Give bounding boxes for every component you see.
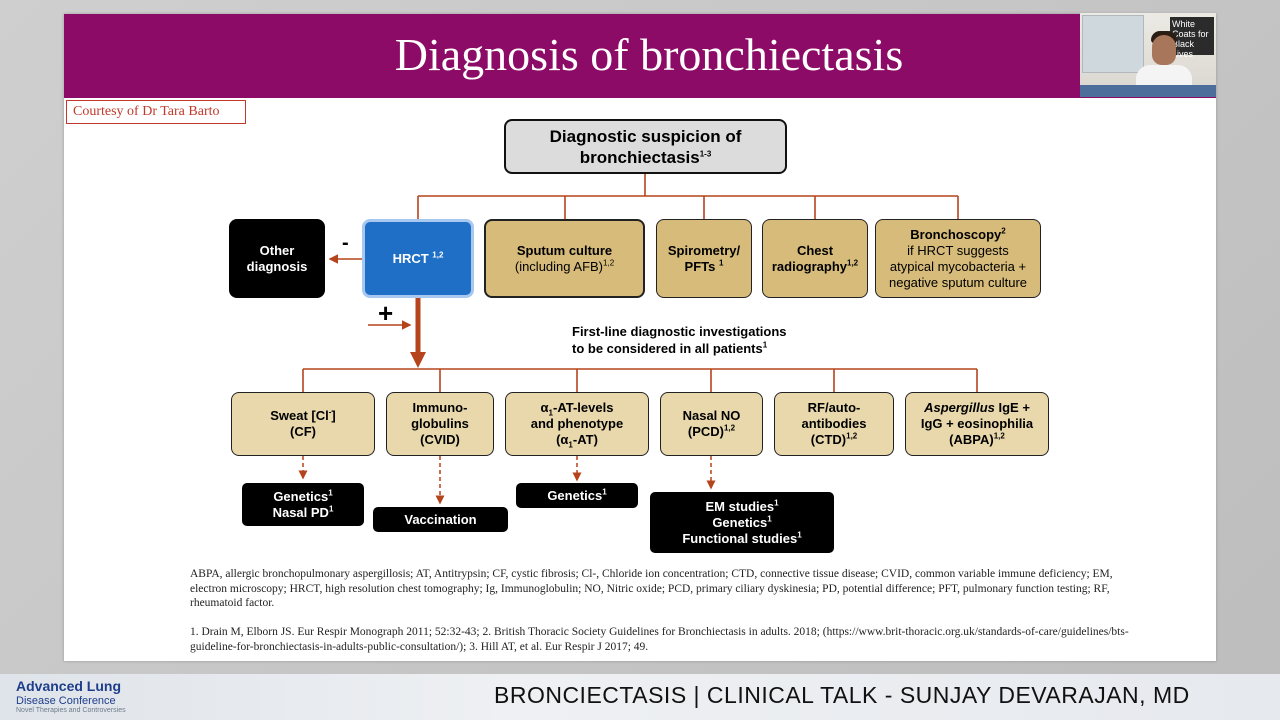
alpha-line1b: -AT-levels [553,400,614,415]
hrct-label: HRCT [392,250,429,266]
conference-logo-line1: Advanced Lung [16,678,122,694]
vaccination-label: Vaccination [404,511,477,527]
diagnostic-suspicion-line2: bronchiectasis [579,147,700,167]
courtesy-label: Courtesy of Dr Tara Barto [66,100,246,124]
alpha-line3a: (α [556,432,569,447]
sputum-culture-box: Sputum culture (including AFB)1,2 [484,219,645,298]
chest-radiography-box: Chest radiography1,2 [762,219,868,298]
em-studies-sup1: 1 [774,498,779,508]
bronchoscopy-line3: atypical mycobacteria + [889,258,1027,274]
genetics-alpha-box: Genetics1 [516,483,638,508]
sputum-line1: Sputum culture [516,242,613,258]
vaccination-box: Vaccination [373,507,508,532]
genetics-nasal-pd-sup2: 1 [328,504,334,514]
speaker-head [1152,35,1176,65]
aspergillus-box: Aspergillus IgE + IgG + eosinophilia (AB… [905,392,1049,456]
spirometry-line1: Spirometry/ [667,242,741,258]
diagnostic-suspicion-line1: Diagnostic suspicion of [549,126,742,146]
bronchoscopy-line4: negative sputum culture [888,274,1028,290]
positive-sign: + [378,298,394,328]
rf-autoantibodies-box: RF/auto- antibodies (CTD)1,2 [774,392,894,456]
genetics-nasal-pd-line1: Genetics [273,488,329,504]
other-diagnosis-line2: diagnosis [246,258,308,274]
em-studies-line2: Genetics [712,514,768,530]
bronchoscopy-line1: Bronchoscopy [910,226,1002,242]
other-diagnosis-box: Other diagnosis [229,219,325,298]
sweat-line2: (CF) [290,424,316,439]
sweat-line1sup: - [328,407,332,417]
sweat-line1b: ] [331,408,336,423]
nasal-no-box: Nasal NO (PCD)1,2 [660,392,763,456]
chest-line1: Chest [796,242,834,258]
genetics-nasal-pd-box: Genetics1 Nasal PD1 [242,483,364,526]
negative-sign: - [342,232,349,254]
immuno-line3: (CVID) [420,432,460,447]
nasal-no-line2: (PCD) [687,424,724,439]
alpha1-antitrypsin-box: α1-AT-levels and phenotype (α1-AT) [505,392,649,456]
first-line-sup: 1 [762,340,768,350]
rf-line2: antibodies [801,416,867,431]
aspergillus-line1a: Aspergillus [924,400,995,415]
chest-sup: 1,2 [847,258,859,268]
other-diagnosis-line1: Other [259,242,295,258]
genetics-alpha-label: Genetics [547,487,603,503]
alpha-line2: and phenotype [530,416,624,431]
webcam-desk [1080,85,1216,97]
webcam-feed: White Coats for Black Lives [1080,13,1216,97]
first-line-line1: First-line diagnostic investigations [572,324,787,339]
immunoglobulins-box: Immuno- globulins (CVID) [386,392,494,456]
immuno-line2: globulins [411,416,469,431]
bronchoscopy-line2: if HRCT suggests [907,242,1009,258]
alpha-line1a: α [540,400,549,415]
alpha-line3sub: 1 [568,440,573,450]
aspergillus-line3: (ABPA) [949,432,994,447]
title-bar [64,14,1216,98]
nasal-no-line1: Nasal NO [682,408,741,423]
spirometry-line2: PFTs [684,258,716,274]
em-studies-line3: Functional studies [682,530,798,546]
em-studies-sup3: 1 [797,530,802,540]
sweat-line1a: Sweat [Cl [270,408,329,423]
hrct-sup: 1,2 [432,250,444,260]
nasal-no-sup: 1,2 [723,423,736,433]
spirometry-box: Spirometry/ PFTs 1 [656,219,752,298]
rf-line1: RF/auto- [807,400,861,415]
rf-line3: (CTD) [810,432,847,447]
first-line-caption: First-line diagnostic investigations to … [572,323,872,357]
diagnostic-suspicion-box: Diagnostic suspicion of bronchiectasis1-… [504,119,787,174]
sweat-chloride-box: Sweat [Cl-] (CF) [231,392,375,456]
chest-line2: radiography [771,258,847,274]
bronchoscopy-sup: 2 [1001,226,1006,236]
conference-footer: Advanced Lung Disease Conference Novel T… [0,674,1280,720]
slide-title: Diagnosis of bronchiectasis [394,29,904,80]
diagnostic-suspicion-sup: 1-3 [699,148,712,158]
genetics-alpha-sup: 1 [602,487,607,497]
genetics-nasal-pd-sup1: 1 [328,488,333,498]
alpha-line3b: -AT) [572,432,598,447]
aspergillus-sup: 1,2 [993,431,1005,441]
genetics-nasal-pd-line2: Nasal PD [272,504,329,520]
spirometry-sup: 1 [719,258,724,268]
abbreviations-text: ABPA, allergic bronchopulmonary aspergil… [190,568,1113,609]
conference-logo-line3: Novel Therapies and Controversies [16,707,126,714]
rf-sup: 1,2 [846,431,858,441]
conference-logo-line2: Disease Conference [16,695,116,707]
sputum-sup: 1,2 [603,258,615,268]
sputum-line2: (including AFB) [514,258,604,274]
webcam-sign: White Coats for Black Lives [1170,17,1214,59]
webcam-window [1082,15,1144,73]
em-studies-box: EM studies1 Genetics1 Functional studies… [650,492,834,553]
first-line-line2: to be considered in all patients [572,341,763,356]
bronchoscopy-box: Bronchoscopy2 if HRCT suggests atypical … [875,219,1041,298]
talk-title: BRONCIECTASIS | CLINICAL TALK - SUNJAY D… [494,682,1190,708]
hrct-box: HRCT 1,2 [362,219,474,298]
references-text: 1. Drain M, Elborn JS. Eur Respir Monogr… [190,626,1129,653]
aspergillus-line2: IgG + eosinophilia [920,416,1034,431]
em-studies-line1: EM studies [705,498,775,514]
immuno-line1: Immuno- [412,400,468,415]
aspergillus-line1b: IgE + [994,400,1030,415]
em-studies-sup2: 1 [767,514,772,524]
alpha-line1sub: 1 [548,408,553,418]
